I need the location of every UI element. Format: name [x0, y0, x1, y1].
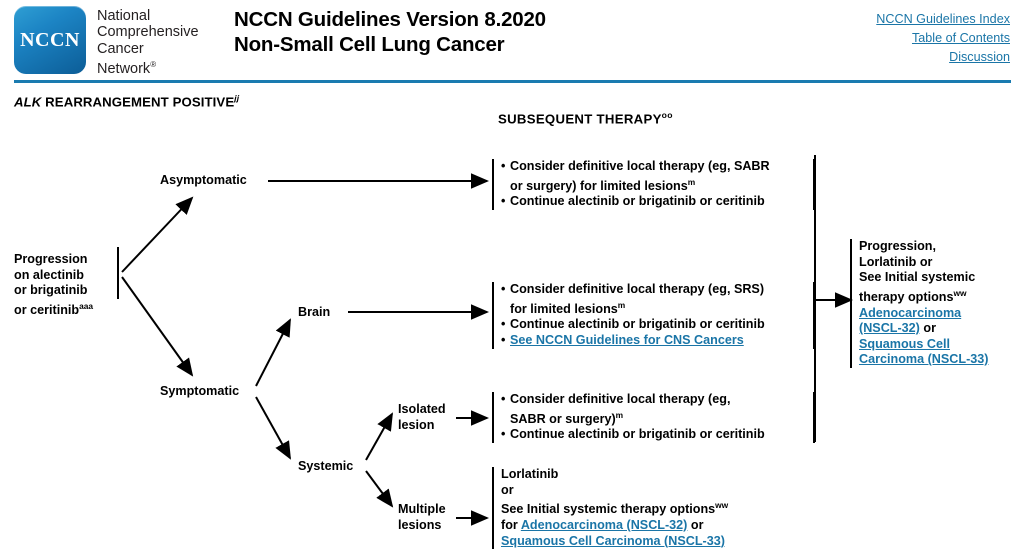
multiple-therapy-line-4: for Adenocarcinoma (NSCL-32) or [501, 517, 704, 532]
node-asymptomatic: Asymptomatic [160, 173, 247, 187]
asymptomatic-footnote-ref: m [687, 176, 696, 187]
box-asymptomatic-therapy: Consider definitive local therapy (eg, S… [492, 159, 815, 210]
page-title-line-1: NCCN Guidelines Version 8.2020 [234, 8, 546, 31]
link-discussion[interactable]: Discussion [949, 50, 1010, 64]
isolated-bullet-2: Continue alectinib or brigatinib or ceri… [501, 427, 813, 443]
box-isolated-lesion-therapy: Consider definitive local therapy (eg, S… [492, 392, 815, 443]
progression-line-2: on alectinib [14, 267, 84, 282]
progression-footnote-ref: aaa [79, 300, 94, 311]
multiple-therapy-line-2: or [501, 482, 514, 497]
link-final-adenocarcinoma-code[interactable]: (NSCL-32) [859, 321, 920, 336]
org-name-line-1: National [97, 8, 151, 24]
link-squamous-cell-nscl33[interactable]: Squamous Cell Carcinoma (NSCL-33) [501, 533, 725, 548]
isolated-lesion-line-1: Isolated [398, 402, 446, 416]
isolated-bullet-1: Consider definitive local therapy (eg, S… [501, 392, 813, 427]
subsequent-footnote-ref: oo [661, 110, 673, 120]
page-title-line-2: Non-Small Cell Lung Cancer [234, 33, 505, 56]
final-outcome-line-2: Lorlatinib or [859, 254, 933, 269]
nccn-logo-block: NCCN National Comprehensive Cancer Netwo… [14, 6, 199, 77]
link-final-squamous[interactable]: Squamous Cell [859, 336, 950, 351]
final-outcome-line-7: Squamous Cell [859, 337, 1020, 353]
box-brain-therapy: Consider definitive local therapy (eg, S… [492, 282, 815, 349]
isolated-footnote-ref: m [615, 409, 624, 420]
final-outcome-line-3: See Initial systemic [859, 270, 976, 285]
subsequent-therapy-label: SUBSEQUENT THERAPY [498, 111, 662, 127]
progression-line-1: Progression [14, 252, 88, 266]
brain-bullet-1: Consider definitive local therapy (eg, S… [501, 282, 813, 317]
node-brain: Brain [298, 305, 331, 319]
node-isolated-lesion: Isolated lesion [398, 402, 446, 433]
node-systemic: Systemic [298, 459, 354, 473]
org-name: National Comprehensive Cancer Network® [97, 8, 199, 77]
progression-line-3: or brigatinib [14, 283, 88, 298]
nccn-logo-text: NCCN [20, 28, 80, 51]
header-links: NCCN Guidelines Index Table of Contents … [876, 10, 1010, 67]
alk-footnote-ref: jj [234, 93, 240, 103]
node-symptomatic: Symptomatic [160, 384, 240, 398]
link-final-adenocarcinoma[interactable]: Adenocarcinoma [859, 305, 962, 320]
link-cns-cancers-guidelines[interactable]: See NCCN Guidelines for CNS Cancers [510, 332, 744, 347]
isolated-lesion-line-2: lesion [398, 417, 435, 432]
header-divider [14, 80, 1011, 83]
link-table-of-contents[interactable]: Table of Contents [911, 31, 1010, 45]
org-name-line-4: Network® [97, 60, 157, 78]
final-outcome-line-5: Adenocarcinoma [859, 306, 1020, 322]
final-outcome-line-8: Carcinoma (NSCL-33) [859, 352, 1020, 368]
final-outcome-footnote-ref: ww [953, 287, 967, 298]
node-multiple-lesions: Multiple lesions [398, 502, 446, 533]
multiple-therapy-line-5: Squamous Cell Carcinoma (NSCL-33) [501, 534, 821, 550]
box-final-outcome: Progression, Lorlatinib or See Initial s… [850, 239, 1020, 368]
brain-bullet-2: Continue alectinib or brigatinib or ceri… [501, 317, 813, 333]
link-final-squamous-code[interactable]: Carcinoma (NSCL-33) [859, 352, 989, 367]
multiple-therapy-line-1: Lorlatinib [501, 467, 559, 481]
multiple-therapy-line-3: See Initial systemic therapy optionsww [501, 500, 729, 517]
progression-line-4: or ceritinibaaa [14, 300, 94, 317]
final-outcome-line-1: Progression, [859, 239, 936, 253]
subsequent-therapy-heading: SUBSEQUENT THERAPYoo [498, 110, 673, 126]
alk-heading-rest: REARRANGEMENT POSITIVE [41, 94, 235, 110]
org-name-line-3: Cancer [97, 40, 144, 57]
alk-gene-label: ALK [14, 94, 42, 110]
multiple-lesions-line-2: lesions [398, 517, 442, 532]
asymptomatic-bullet-1: Consider definitive local therapy (eg, S… [501, 159, 813, 194]
box-multiple-lesions-therapy: Lorlatinib or See Initial systemic thera… [492, 467, 821, 550]
link-adenocarcinoma-nscl32[interactable]: Adenocarcinoma (NSCL-32) [520, 517, 688, 532]
link-guidelines-index[interactable]: NCCN Guidelines Index [876, 12, 1010, 26]
nccn-logo-icon: NCCN [14, 6, 86, 74]
asymptomatic-bullet-2: Continue alectinib or brigatinib or ceri… [501, 194, 813, 210]
brain-footnote-ref: m [617, 299, 626, 310]
org-name-line-2: Comprehensive [97, 24, 199, 41]
final-outcome-line-6: (NSCL-32) or [859, 321, 936, 336]
node-progression: Progression on alectinib or brigatinib o… [14, 252, 118, 319]
multiple-lesions-line-1: Multiple [398, 502, 446, 516]
final-outcome-line-4: therapy optionsww [859, 287, 967, 304]
multiple-therapy-footnote-ref: ww [715, 500, 729, 511]
alk-section-heading: ALK REARRANGEMENT POSITIVEjj [14, 93, 239, 109]
registered-mark: ® [150, 60, 157, 70]
brain-bullet-3: See NCCN Guidelines for CNS Cancers [501, 333, 813, 349]
page-title: NCCN Guidelines Version 8.2020 Non-Small… [234, 7, 546, 57]
